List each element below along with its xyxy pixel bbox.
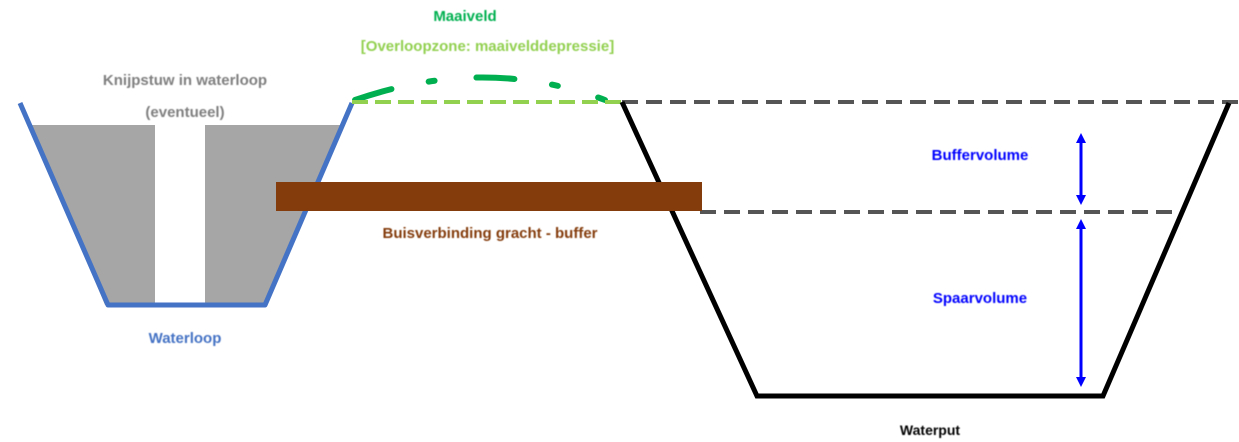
maaiveld-depression-arc bbox=[352, 74, 608, 103]
weir-left-block bbox=[30, 125, 155, 305]
maaiveld-title: Maaiveld bbox=[433, 8, 497, 25]
maaiveld-subtitle: [Overloopzone: maaivelddepressie] bbox=[360, 38, 615, 55]
waterput-outline bbox=[619, 100, 1232, 399]
buffervolume-label: Buffervolume bbox=[931, 147, 1029, 164]
waterput-label: Waterput bbox=[899, 422, 961, 438]
weir-right-block bbox=[205, 125, 340, 305]
knijpstuw-label-line1: Knijpstuw in waterloop bbox=[102, 72, 268, 89]
buisverbinding-label: Buisverbinding gracht - buffer bbox=[382, 225, 598, 242]
spaarvolume-label: Spaarvolume bbox=[932, 290, 1028, 307]
waterloop-label: Waterloop bbox=[148, 330, 222, 347]
knijpstuw-label-line2: (eventueel) bbox=[145, 104, 225, 121]
pipe-connection bbox=[276, 182, 702, 211]
